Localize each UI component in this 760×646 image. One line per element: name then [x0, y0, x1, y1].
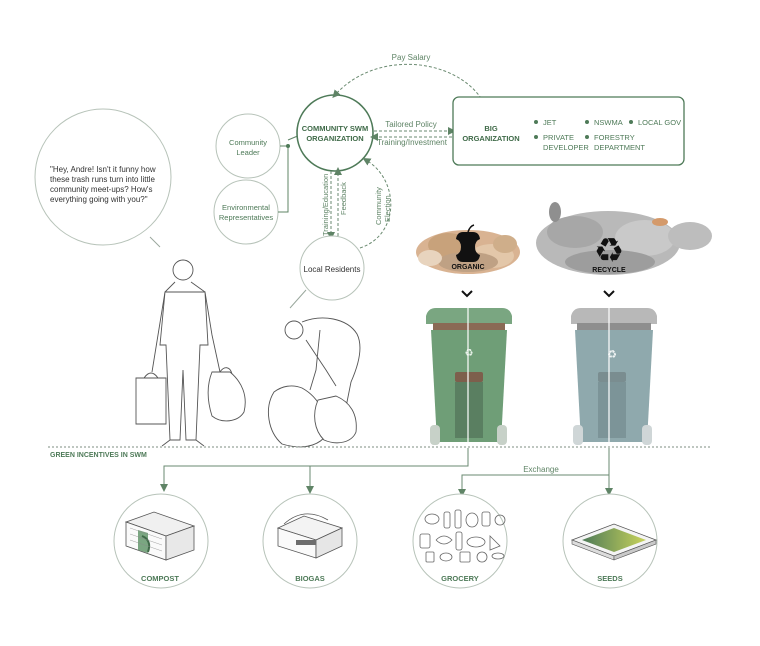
section-label: GREEN INCENTIVES IN SWM	[50, 452, 147, 459]
biogas-label: BIOGAS	[295, 574, 325, 583]
biogas-digester-icon	[276, 513, 344, 559]
env-reps-label-2: Representatives	[219, 213, 273, 222]
biogas-incentive: BIOGAS	[262, 493, 358, 589]
grocery-incentive: GROCERY	[412, 493, 508, 589]
recycle-chevron-down-icon	[603, 290, 615, 298]
speech-line-1: "Hey, Andre! Isn't it funny how	[50, 165, 156, 174]
member-nswma: NSWMA	[594, 118, 623, 127]
member-bullet	[534, 135, 538, 139]
connector-dot	[286, 144, 290, 148]
community-election-label-2: Election	[383, 195, 392, 222]
big-org-label-2: ORGANIZATION	[462, 134, 519, 143]
training-investment-label: Training/Investment	[377, 138, 448, 147]
recycle-label: RECYCLE	[592, 267, 626, 274]
bending-man-illustration	[267, 317, 361, 448]
pay-salary-arrow	[332, 63, 489, 113]
bin-recycle-icon: ♻	[607, 349, 617, 361]
residents-pointer	[289, 289, 307, 309]
local-residents-node: Local Residents	[299, 235, 365, 301]
community-election-label-1: Community	[374, 187, 383, 225]
compost-label: COMPOST	[141, 574, 179, 583]
feedback-label: Feedback	[339, 182, 348, 215]
bin-logo-icon: ♻	[465, 348, 474, 359]
big-org-label-1: BIG	[484, 124, 498, 133]
member-private-dev-2: DEVELOPER	[543, 143, 589, 152]
recycle-waste-pile	[536, 202, 712, 275]
community-leader-label-1: Community	[229, 138, 267, 147]
training-education-label: Training/Education	[321, 174, 330, 236]
speech-bubble: "Hey, Andre! Isn't it funny how these tr…	[34, 108, 172, 248]
seeds-incentive: SEEDS	[562, 493, 658, 589]
leader-reps-connector	[278, 145, 289, 213]
speech-line-2: these trash runs turn into little	[50, 175, 155, 184]
member-bullet	[585, 120, 589, 124]
member-local-gov: LOCAL GOV	[638, 118, 681, 127]
member-bullet	[534, 120, 538, 124]
organic-bin: ♻	[426, 308, 512, 445]
exchange-label: Exchange	[523, 465, 559, 474]
member-forestry-2: DEPARTMENT	[594, 143, 645, 152]
member-bullet	[629, 120, 633, 124]
environmental-representatives-node: Environmental Representatives	[213, 179, 279, 245]
man-with-bags-illustration	[135, 259, 246, 447]
community-election-arrow	[359, 157, 392, 249]
grocery-items-icon	[419, 509, 506, 563]
community-leader-node: Community Leader	[215, 113, 281, 179]
speech-line-4: everything going with you?"	[50, 195, 148, 204]
swm-org-label-1: COMMUNITY SWM	[302, 124, 369, 133]
apple-core-icon	[456, 224, 480, 262]
grocery-label: GROCERY	[441, 574, 479, 583]
member-private-dev-1: PRIVATE	[543, 133, 574, 142]
compost-incentive: COMPOST	[113, 493, 209, 589]
svg-text:♻: ♻	[594, 232, 624, 270]
recycle-to-grocery-arrow	[458, 448, 610, 497]
compost-bin-icon	[124, 511, 196, 561]
speech-line-3: community meet-ups? How's	[50, 185, 152, 194]
env-reps-label-1: Environmental	[222, 203, 270, 212]
community-leader-label-2: Leader	[236, 148, 260, 157]
big-organization-box: BIG ORGANIZATION JET NSWMA LOCAL GOV PRI…	[452, 96, 685, 166]
member-jet: JET	[543, 118, 557, 127]
organic-chevron-down-icon	[461, 290, 473, 298]
swm-org-label-2: ORGANIZATION	[306, 134, 363, 143]
recycle-bin: ♻	[571, 308, 657, 445]
member-forestry-1: FORESTRY	[594, 133, 635, 142]
community-swm-organization-node: COMMUNITY SWM ORGANIZATION	[296, 94, 374, 172]
seeds-label: SEEDS	[597, 574, 622, 583]
tailored-policy-label: Tailored Policy	[385, 120, 437, 129]
organic-label: ORGANIC	[451, 264, 484, 271]
local-residents-label: Local Residents	[304, 265, 361, 274]
member-bullet	[585, 135, 589, 139]
seed-tray-icon	[570, 523, 658, 561]
recycle-symbol-icon: ♻	[594, 232, 624, 270]
pay-salary-label: Pay Salary	[392, 53, 431, 62]
organic-to-compost-arrow	[160, 448, 469, 492]
